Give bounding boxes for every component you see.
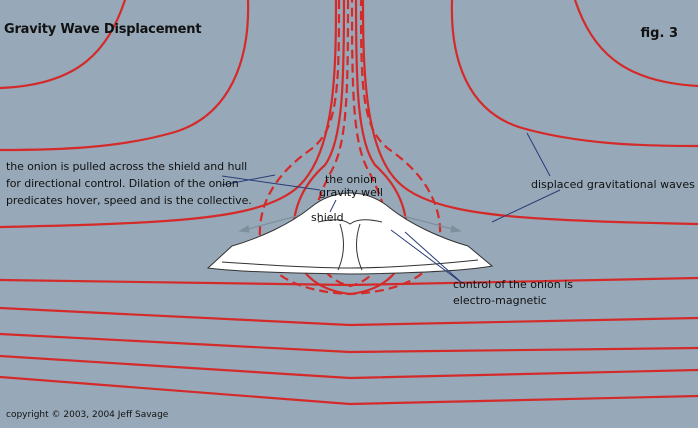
figure-label: fig. 3 [640,26,678,41]
leader-description-upper [221,175,321,191]
hull-body [206,192,494,275]
saucer-hull [206,192,494,275]
leader-description-lower [221,174,276,186]
diagram-title: Gravity Wave Displacement [4,22,202,37]
wave-line-inner-left [0,0,338,229]
lower-wave-lines [0,276,698,406]
shield-boundary [317,219,383,225]
leader-shield [329,199,337,213]
core-column [337,223,363,271]
copyright-notice: copyright © 2003, 2004 Jeff Savage [6,410,169,420]
wave-line-outer-right [573,0,698,88]
wave-line-inner-right [361,0,698,226]
leader-waves-top [526,132,551,177]
wave-line-lower-1 [0,276,698,287]
shield-label: shield [311,211,344,224]
onion-description-label: the onion is pulled across the shield an… [6,160,252,207]
onion-dashed-outer [258,0,442,296]
leader-control-upper [390,229,463,284]
wave-line-lower-5 [0,375,698,406]
direction-arrows [238,212,462,233]
gravity-well-label: the onion gravity well [318,173,383,199]
wave-line-mid-right [450,0,698,148]
hull-trim-line [221,259,479,269]
wave-line-lower-2 [0,306,698,327]
leader-waves-bottom [491,189,561,223]
wave-line-lower-3 [0,332,698,354]
annotation-leaders [221,132,561,284]
wave-line-mid-left [0,0,250,152]
leader-control-lower [404,231,463,284]
wave-line-outer-left [0,0,127,90]
wave-line-lower-4 [0,354,698,380]
displaced-waves-label: displaced gravitational waves [531,178,695,191]
control-label: control of the onion is electro-magnetic [453,278,574,307]
upper-wave-lines [0,0,698,229]
